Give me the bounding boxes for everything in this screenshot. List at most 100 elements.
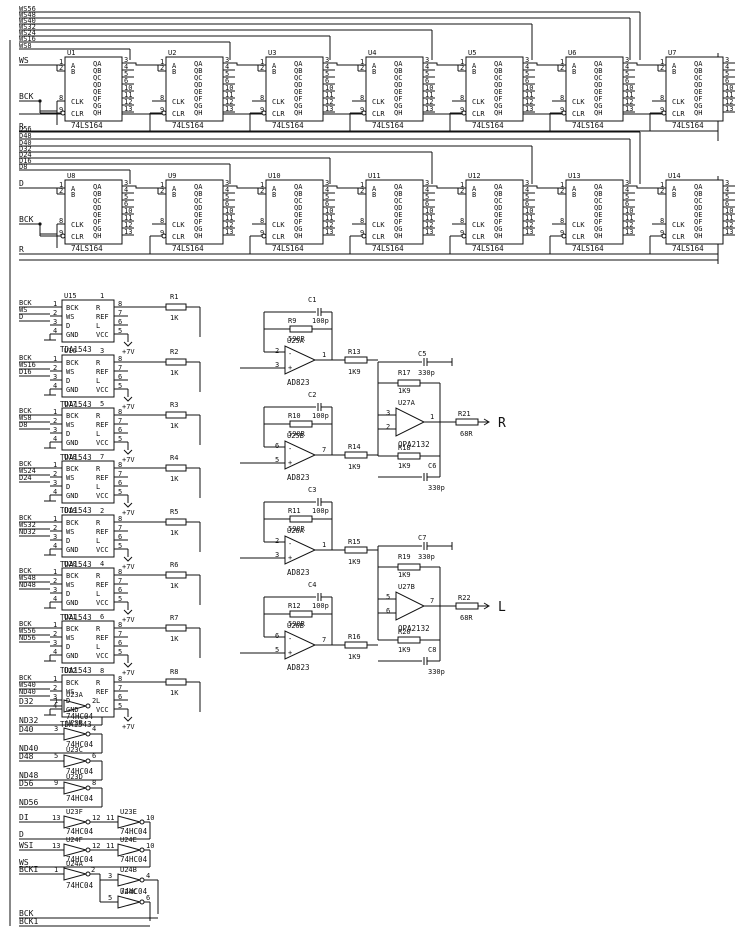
signal-label: ND48 xyxy=(19,771,38,780)
cap-value: 330p xyxy=(428,668,445,676)
pin-number: 1 xyxy=(59,58,63,66)
pin-name: QB xyxy=(294,67,302,75)
dac-input-label: WS32 xyxy=(19,521,36,529)
pin-number: 4 xyxy=(53,542,57,550)
resistor-ref: R14 xyxy=(348,443,361,451)
pin-number: 4 xyxy=(53,327,57,335)
pin-number: 11 xyxy=(625,214,633,222)
pin-number: 1 xyxy=(660,181,664,189)
pin-name: A xyxy=(172,62,177,70)
row-input-label: BCK xyxy=(19,215,34,224)
inversion-bubble xyxy=(85,703,91,709)
resistor-value: 1K xyxy=(170,529,179,537)
pin-number: 8 xyxy=(560,94,564,102)
pin-name: R xyxy=(96,572,101,580)
pin-number: 10 xyxy=(225,207,233,215)
pin-name: QH xyxy=(194,109,202,117)
chip-ref: U23D xyxy=(66,773,83,781)
pin-name: A xyxy=(572,62,577,70)
pin-name: R xyxy=(96,465,101,473)
pin-number: 11 xyxy=(225,91,233,99)
dac-chip xyxy=(61,460,115,504)
pin-name: CLK xyxy=(472,98,485,106)
chip-part: 74HC04 xyxy=(66,767,94,776)
pin-sign: + xyxy=(288,649,292,657)
pin-name: QE xyxy=(93,88,101,96)
signal-label: DI xyxy=(19,813,29,822)
pin-name: B xyxy=(372,191,376,199)
chain-wire xyxy=(435,185,458,189)
pin-name: QF xyxy=(494,95,502,103)
pin-number: 6 xyxy=(425,77,429,85)
pin-number: 3 xyxy=(325,179,329,187)
signal-label: D56 xyxy=(19,779,34,788)
pin-name: B xyxy=(71,191,75,199)
pin-number: 8 xyxy=(360,217,364,225)
shift-register xyxy=(465,179,524,245)
pin-number: 5 xyxy=(118,435,122,443)
chip-ref: U27B xyxy=(398,583,415,591)
pin-name: QB xyxy=(194,67,202,75)
pin-number: 13 xyxy=(325,105,333,113)
pin-number: 8 xyxy=(92,779,96,787)
pin-number: 2 xyxy=(460,187,464,195)
pin-number: 12 xyxy=(225,98,233,106)
pin-number: 3 xyxy=(53,533,57,541)
pin-number: 6 xyxy=(275,442,279,450)
pin-name: QB xyxy=(694,67,702,75)
pin-number: 8 xyxy=(118,408,122,416)
pin-number: 12 xyxy=(525,98,533,106)
supply-label: +7V xyxy=(122,563,135,571)
chip-part: 74LS164 xyxy=(71,244,103,253)
dac-input-label: ND56 xyxy=(19,634,36,642)
pin-name: BCK xyxy=(66,519,79,527)
pin-name: QA xyxy=(194,183,203,191)
pin-number: 3 xyxy=(53,373,57,381)
inversion-bubble xyxy=(361,110,367,116)
resistor-value: 1K9 xyxy=(398,571,411,579)
pin-number: 5 xyxy=(225,193,229,201)
resistor-value: 590R xyxy=(288,525,306,533)
pin-number: 4 xyxy=(325,186,329,194)
dac-input-label: WS24 xyxy=(19,467,36,475)
pin-name: QA xyxy=(93,60,102,68)
pin-name: GND xyxy=(66,386,79,394)
pin-name: WS xyxy=(66,368,74,376)
pin-number: 8 xyxy=(118,461,122,469)
resistor xyxy=(455,602,479,610)
chain-wire xyxy=(535,185,558,189)
supply-label: +7V xyxy=(122,616,135,624)
pin-number: 12 xyxy=(425,221,433,229)
chip-part: TDA1543 xyxy=(60,560,92,569)
pin-name: QA xyxy=(694,183,703,191)
pin-number: 3 xyxy=(625,56,629,64)
pin-number: 11 xyxy=(725,214,733,222)
chip-ref: U15 xyxy=(64,292,77,300)
chip-part: 74LS164 xyxy=(372,244,404,253)
bus-label: WS16 xyxy=(19,35,36,43)
shift-register xyxy=(565,179,624,245)
pin-number: 8 xyxy=(260,94,264,102)
pin-name: QH xyxy=(594,232,602,240)
pin-number: 5 xyxy=(118,595,122,603)
bus-label: D16 xyxy=(19,157,32,165)
pin-number: 9 xyxy=(560,106,564,114)
pin-number: 6 xyxy=(525,77,529,85)
inversion-bubble xyxy=(60,110,66,116)
chip-ref: U24F xyxy=(66,836,83,844)
pin-name: QG xyxy=(494,102,502,110)
chip-ref: U13 xyxy=(568,172,581,180)
chip-part: AD823 xyxy=(287,568,310,577)
opamp xyxy=(395,591,426,621)
resistor xyxy=(289,610,313,618)
pin-number: 10 xyxy=(525,207,533,215)
pin-name: R xyxy=(96,519,101,527)
pin-name: QG xyxy=(694,225,702,233)
pin-number: 4 xyxy=(625,186,629,194)
pin-number: 5 xyxy=(325,70,329,78)
inverter xyxy=(63,727,88,741)
pin-name: CLR xyxy=(672,110,685,118)
pin-number: 3 xyxy=(53,318,57,326)
pin-name: QC xyxy=(194,74,202,82)
pin-sign: - xyxy=(288,350,292,358)
